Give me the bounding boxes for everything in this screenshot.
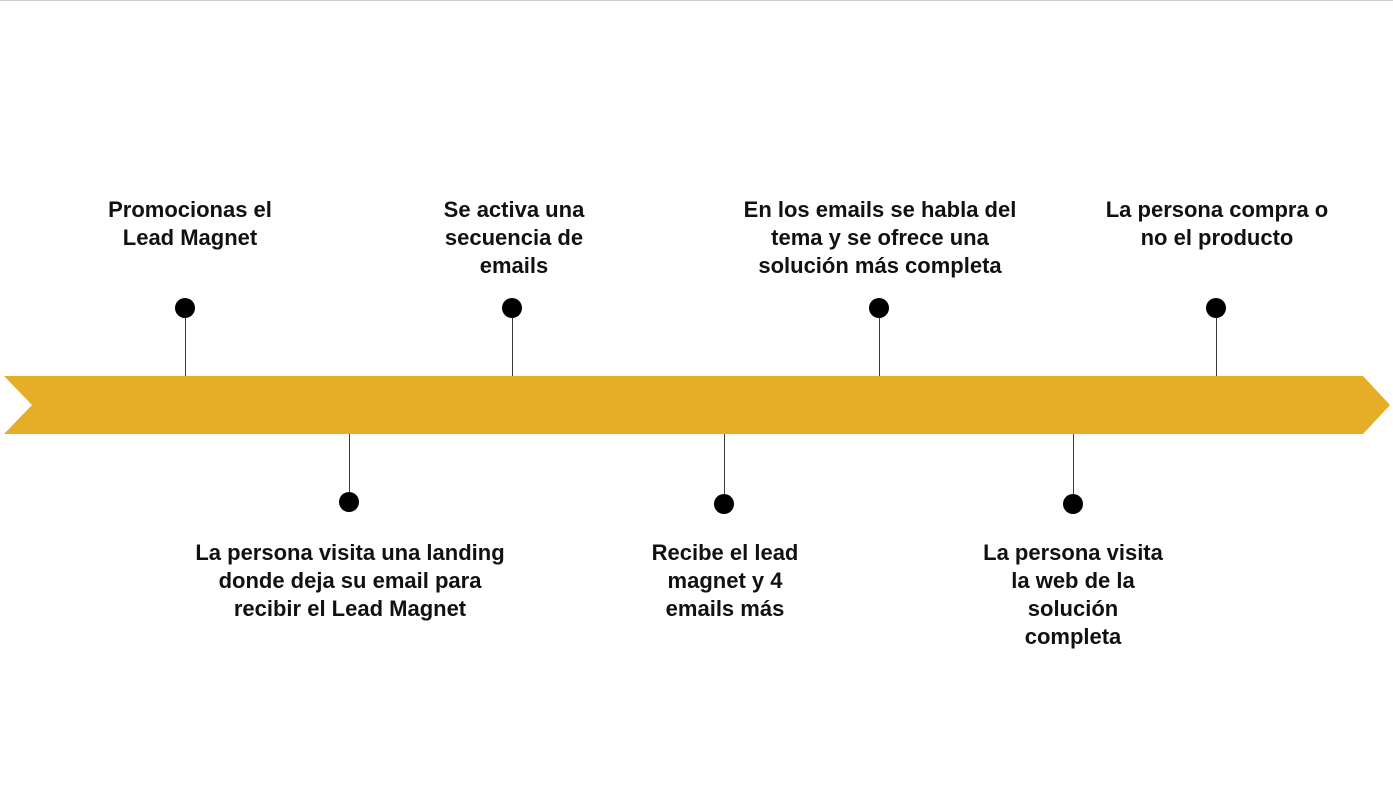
step-6-stem bbox=[1073, 434, 1074, 504]
step-5-stem bbox=[879, 308, 880, 376]
step-4-stem bbox=[724, 434, 725, 504]
step-5-marker bbox=[869, 298, 889, 318]
step-5-label: En los emails se habla del tema y se ofr… bbox=[743, 197, 1017, 278]
step-3-stem bbox=[512, 308, 513, 376]
step-7-label: La persona compra o no el producto bbox=[1105, 197, 1329, 250]
step-6-marker bbox=[1063, 494, 1083, 514]
timeline-arrow-shape bbox=[4, 376, 1390, 434]
step-4-label: Recibe el lead magnet y 4 emails más bbox=[651, 540, 799, 621]
step-6-label: La persona visita la web de la solución … bbox=[983, 540, 1163, 649]
step-1-marker bbox=[175, 298, 195, 318]
step-7-marker bbox=[1206, 298, 1226, 318]
step-2-label: La persona visita una landing donde deja… bbox=[195, 540, 505, 621]
top-rule bbox=[0, 0, 1393, 1]
step-1-label: Promocionas el Lead Magnet bbox=[108, 197, 272, 250]
step-3-marker bbox=[502, 298, 522, 318]
step-1-stem bbox=[185, 308, 186, 376]
step-2-marker bbox=[339, 492, 359, 512]
step-7-stem bbox=[1216, 308, 1217, 376]
step-2-stem bbox=[349, 434, 350, 502]
step-4-marker bbox=[714, 494, 734, 514]
step-3-label: Se activa una secuencia de emails bbox=[443, 197, 585, 278]
